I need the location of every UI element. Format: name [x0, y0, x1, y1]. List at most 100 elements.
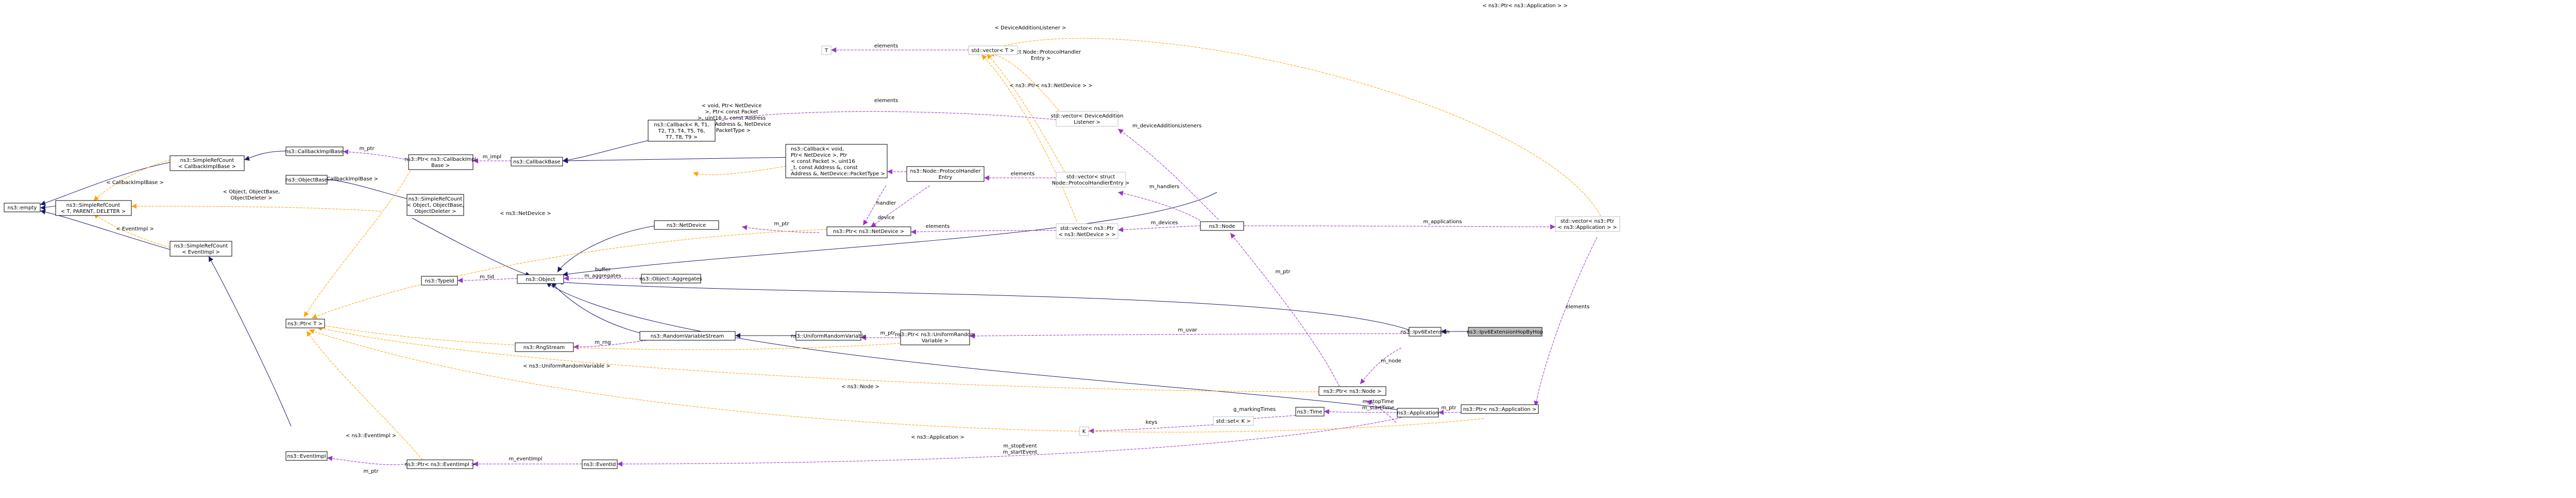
edge-ipv6-ptrnode [1360, 347, 1402, 385]
edge-vpa-vt [991, 38, 1603, 220]
edge-srcobj-object [412, 218, 531, 277]
node-callback-template[interactable]: ns3::Callback< R, T1,T2, T3, T4, T5, T6,… [648, 120, 716, 142]
svg-text:ns3::Callback< R, T1,T2, T3, T: ns3::Callback< R, T1,T2, T3, T4, T5, T6,… [654, 122, 709, 140]
node-callbackimplbase[interactable]: ns3::CallbackImplBase [285, 146, 344, 156]
edge-srcei-srcbase [93, 213, 171, 248]
node-typeid[interactable]: ns3::TypeId [421, 276, 458, 286]
node-ptr-netdevice[interactable]: ns3::Ptr< ns3::NetDevice > [826, 226, 911, 236]
node-callback-specific[interactable]: ns3::Callback< void,Ptr< NetDevice >, Pt… [785, 144, 888, 178]
edge-cbs-cbt [692, 164, 794, 177]
svg-text:std::vector< ns3::Ptr< ns3::Ap: std::vector< ns3::Ptr< ns3::Application … [1557, 219, 1617, 230]
edge-rvs-rng [573, 340, 647, 350]
label-m-rng: m_rng [595, 340, 611, 345]
node-node[interactable]: ns3::Node [1200, 221, 1244, 231]
node-netdevice[interactable]: ns3::NetDevice [654, 220, 719, 230]
label-m-node-ext: m_node [1381, 358, 1401, 364]
edge-node-vdal [1117, 128, 1219, 220]
label-m-ptr-eventimpl: m_ptr [363, 469, 379, 474]
label-handler: handler [876, 201, 896, 206]
label-devaddl-tpl: < DeviceAdditionListener > [995, 25, 1066, 31]
svg-text:ns3::Application: ns3::Application [1397, 410, 1439, 416]
node-empty[interactable]: ns3::empty [4, 203, 41, 212]
label-m-tid: m_tid [480, 274, 494, 280]
svg-text:ns3::Ipv6Extension: ns3::Ipv6Extension [1400, 329, 1449, 335]
edge-node-vph [1117, 191, 1201, 221]
label-uniformrv-tpl: < ns3::UniformRandomVariable > [523, 363, 610, 369]
node-callbackbase[interactable]: ns3::CallbackBase [511, 157, 563, 167]
edge-app-eventid [617, 417, 1402, 467]
label-elements-proto: elements [1011, 171, 1035, 177]
label-elements-devaddl: elements [874, 98, 898, 104]
svg-text:ns3::ObjectBase: ns3::ObjectBase [285, 177, 328, 183]
node-vector-ptr-application[interactable]: std::vector< ns3::Ptr< ns3::Application … [1555, 216, 1620, 232]
node-ptr-t[interactable]: ns3::Ptr< T > [285, 319, 325, 328]
node-std-set-k[interactable]: std::set< K > [1213, 416, 1254, 426]
label-m-ptr-netdevice: m_ptr [774, 221, 789, 227]
node-eventid[interactable]: ns3::EventId [582, 459, 618, 469]
edge-vdal-vt [989, 52, 1062, 114]
svg-text:ns3::CallbackImplBase: ns3::CallbackImplBase [285, 149, 343, 155]
edge-cbimplbase-srccb [244, 151, 286, 161]
node-vector-ptr-netdevice[interactable]: std::vector< ns3::Ptr< ns3::NetDevice > … [1056, 223, 1118, 239]
edge-ptrnd-netdevice [741, 225, 820, 233]
edge-ptrcb-cbimplbase [343, 149, 409, 160]
node-uniformrandomvariable[interactable]: ns3::UniformRandomVariable [791, 331, 866, 341]
node-rngstream[interactable]: ns3::RngStream [515, 342, 574, 352]
node-object-aggregates[interactable]: ns3::Object::Aggregates [639, 274, 702, 284]
node-ptr-application[interactable]: ns3::Ptr< ns3::Application > [1461, 404, 1539, 414]
node-k-template[interactable]: K [1079, 426, 1089, 436]
svg-text:std::set< K >: std::set< K > [1216, 419, 1250, 424]
edge-node-object [562, 192, 1217, 277]
svg-text:std::vector< T >: std::vector< T > [971, 48, 1014, 54]
label-m-uvar: m_uvar [1178, 327, 1197, 333]
svg-text:ns3::Object::Aggregates: ns3::Object::Aggregates [639, 276, 702, 282]
node-t-template[interactable]: T [821, 45, 832, 55]
node-randomvariablestream[interactable]: ns3::RandomVariableStream [639, 331, 736, 341]
svg-text:ns3::Ptr< T >: ns3::Ptr< T > [287, 321, 323, 327]
svg-text:K: K [1082, 429, 1086, 435]
node-objectbase[interactable]: ns3::ObjectBase [285, 175, 328, 185]
label-m-ptr-app: m_ptr [1441, 405, 1456, 411]
svg-text:ns3::empty: ns3::empty [8, 205, 37, 211]
node-application[interactable]: ns3::Application [1397, 408, 1439, 418]
label-keys: keys [1146, 420, 1158, 425]
svg-text:ns3::UniformRandomVariable: ns3::UniformRandomVariable [791, 334, 866, 339]
node-ipv6extension[interactable]: ns3::Ipv6Extension [1400, 327, 1450, 337]
node-object[interactable]: ns3::Object [517, 274, 564, 284]
node-ptr-eventimpl[interactable]: ns3::Ptr< ns3::EventImpl > [405, 459, 476, 469]
node-ptr-node[interactable]: ns3::Ptr< ns3::Node > [1318, 386, 1386, 396]
node-simplerefcount-cbimpl[interactable]: ns3::SimpleRefCount< CallbackImplBase > [170, 155, 245, 171]
svg-text:std::vector< ns3::Ptr< ns3::Ne: std::vector< ns3::Ptr< ns3::NetDevice > … [1058, 226, 1115, 238]
label-m-ptr-node: m_ptr [1275, 269, 1291, 275]
edge-srccb-srcbase [93, 159, 171, 202]
edge-vpn-ptrnd [910, 229, 1057, 235]
svg-text:ns3::CallbackBase: ns3::CallbackBase [513, 159, 560, 165]
svg-text:ns3::EventImpl: ns3::EventImpl [287, 454, 326, 459]
edge-set-k [1088, 424, 1214, 434]
node-simplerefcount-object[interactable]: ns3::SimpleRefCount< Object, ObjectBase,… [406, 194, 464, 216]
edge-objectbase-srcobj [321, 178, 418, 203]
edge-rvs-object [551, 282, 645, 335]
node-time[interactable]: ns3::Time [1295, 407, 1325, 417]
edge-ev-srcei [208, 256, 292, 427]
label-cbimplbase-ptr-tpl: < ns3::CallbackImplBase > [308, 176, 378, 182]
node-eventimpl[interactable]: ns3::EventImpl [285, 451, 328, 461]
label-m-eventimpl: m_eventImpl [509, 456, 542, 462]
svg-text:ns3::Ptr< ns3::Node >: ns3::Ptr< ns3::Node > [1324, 389, 1382, 394]
svg-text:ns3::NetDevice: ns3::NetDevice [667, 223, 706, 228]
node-vector-t[interactable]: std::vector< T > [968, 45, 1018, 55]
label-m-ptr-urv: m_ptr [880, 330, 895, 336]
edge-ipv6-object [557, 279, 1410, 330]
node-simplerefcount-ref[interactable]: ns3::SimpleRefCount< T, PARENT, DELETER … [55, 200, 132, 216]
node-ipv6extensionhopbyhop[interactable]: ns3::Ipv6ExtensionHopByHop [1467, 327, 1543, 337]
node-simplerefcount-eventimpl[interactable]: ns3::SimpleRefCount< EventImpl > [170, 241, 232, 257]
label-node-tpl: < ns3::Node > [841, 384, 879, 390]
